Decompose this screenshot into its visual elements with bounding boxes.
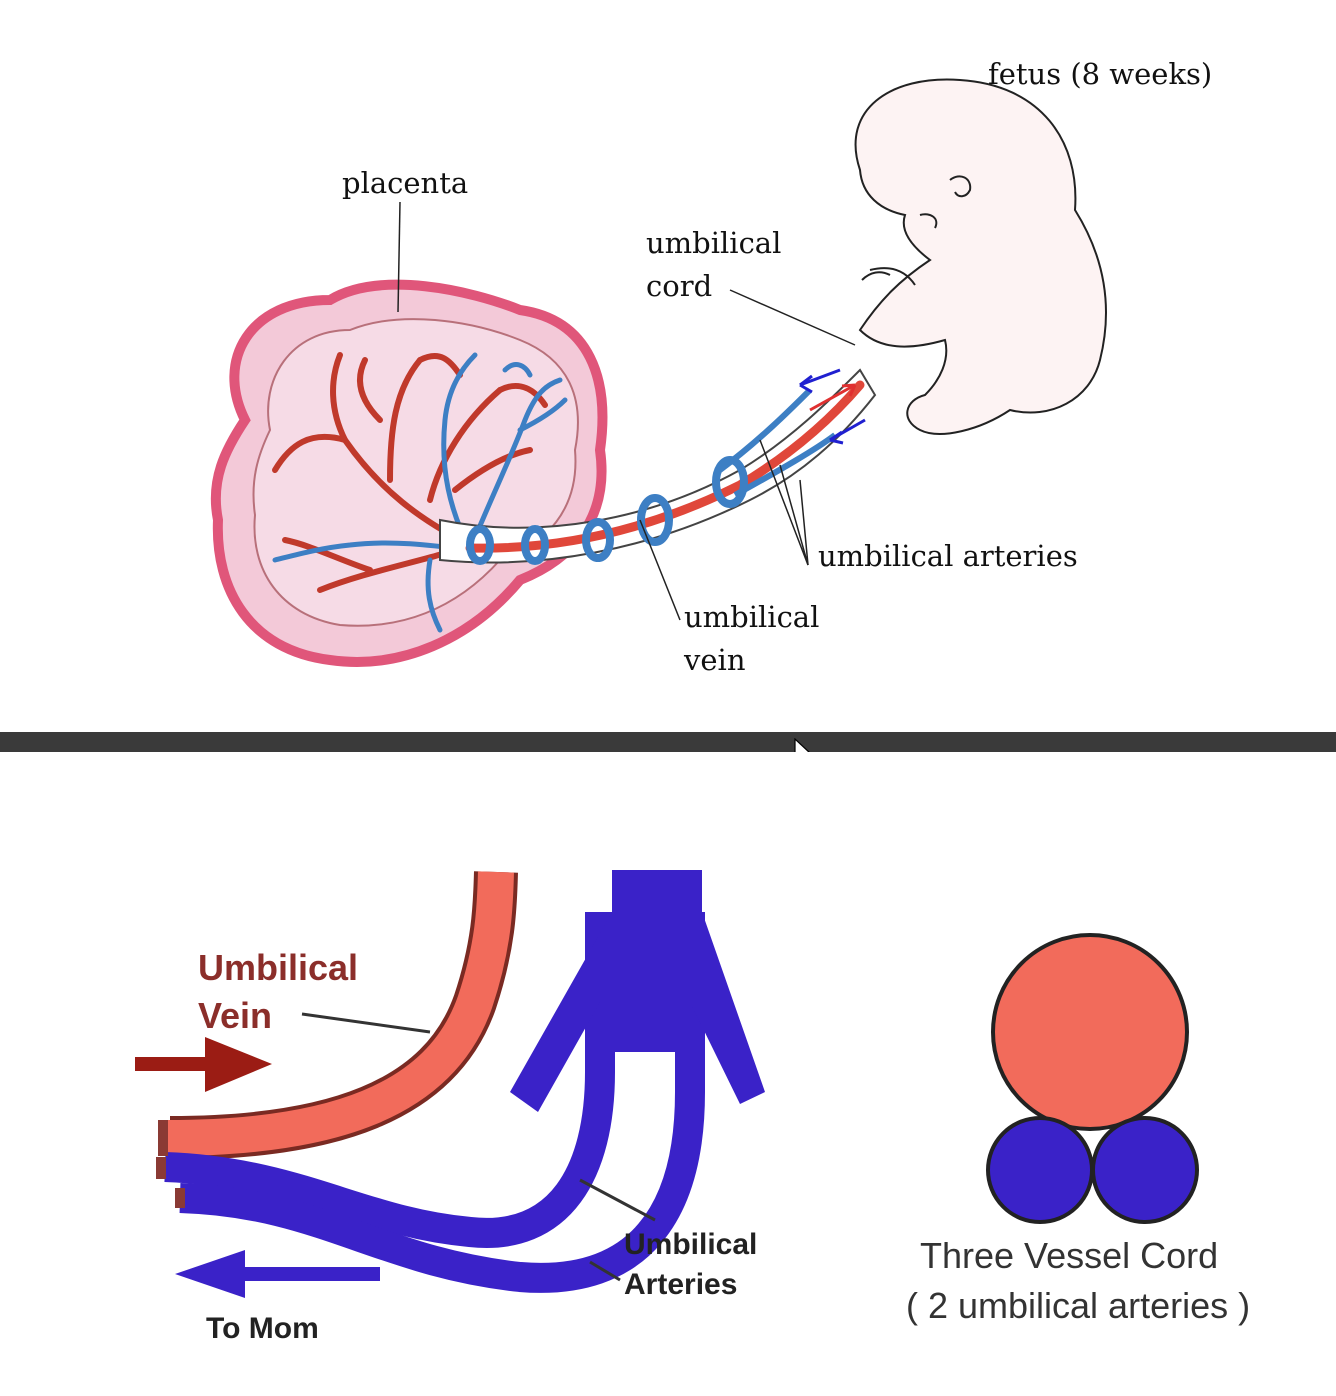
umbilical-cord-label-line1: umbilical <box>646 226 781 260</box>
placenta-drawing <box>210 279 608 667</box>
panel-divider <box>0 732 1336 752</box>
umbilical-arteries-bands <box>164 912 705 1293</box>
umbilical-arteries-label-line1: Umbilical <box>624 1228 757 1261</box>
fetus-label: fetus (8 weeks) <box>988 57 1212 91</box>
vein-cross-section <box>991 933 1189 1131</box>
fetus-drawing <box>854 78 1107 435</box>
arrow-to-fetus-icon <box>135 1037 272 1092</box>
umbilical-arteries-label: umbilical arteries <box>818 539 1078 573</box>
to-mom-label: To Mom <box>206 1312 319 1345</box>
artery-cross-section-left <box>986 1116 1094 1224</box>
arrow-to-mom-icon <box>175 1250 380 1298</box>
cross-section-caption-line2: ( 2 umbilical arteries ) <box>906 1285 1250 1326</box>
placenta-label: placenta <box>342 166 468 200</box>
placenta-illustration: fetus (8 weeks) placenta umbilical cord … <box>210 57 1212 677</box>
umbilical-vein-label-line1: umbilical <box>684 600 819 634</box>
placenta-illustration-panel: fetus (8 weeks) placenta umbilical cord … <box>210 57 1213 677</box>
umbilical-cord-drawing <box>439 368 877 565</box>
umbilical-vein-label-line1: Umbilical <box>198 947 358 988</box>
schematic-leader-lines <box>301 1012 656 1282</box>
cross-section-caption-line1: Three Vessel Cord <box>920 1235 1218 1276</box>
artery-arrowheads <box>510 870 765 1112</box>
vessel-cut-ends <box>156 1120 185 1208</box>
leader-lines <box>397 201 856 621</box>
umbilical-arteries-label-line2: Arteries <box>624 1268 737 1301</box>
umbilical-vein-band <box>167 871 514 1156</box>
umbilical-vein-label-line2: Vein <box>198 995 272 1036</box>
vessel-schematic-panel: Umbilical Vein Umbilical Arteries To Mom… <box>0 752 1336 1396</box>
artery-cross-section-right <box>1091 1116 1199 1224</box>
umbilical-cord-label-line2: cord <box>646 269 712 303</box>
vessel-schematic: Umbilical Vein Umbilical Arteries To Mom… <box>135 870 1250 1345</box>
three-vessel-cross-section <box>986 933 1199 1224</box>
placenta-blue-vessels <box>272 352 568 633</box>
umbilical-vein-label-line2: vein <box>683 643 746 677</box>
